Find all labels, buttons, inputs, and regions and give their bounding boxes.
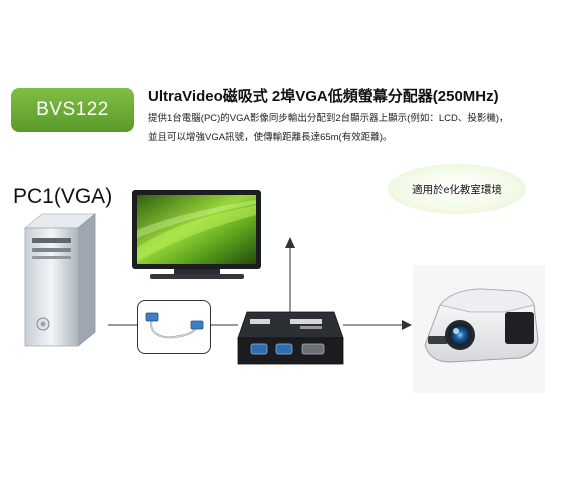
- model-label: BVS122: [36, 99, 109, 120]
- projector: [413, 265, 545, 393]
- vga-cable-icon: [145, 312, 204, 339]
- description-line-2: 並且可以增強VGA訊號，使傳輸距離長達65m(有效距離)。: [148, 132, 393, 143]
- description-line-1: 提供1台電腦(PC)的VGA影像同步輸出分配到2台顯示器上顯示(例如：LCD、投…: [148, 113, 509, 124]
- model-badge: BVS122: [11, 88, 134, 132]
- pc-label: PC1(VGA): [13, 185, 113, 208]
- product-title: UltraVideo磁吸式 2埠VGA低頻螢幕分配器(250MHz): [148, 88, 499, 105]
- up-arrowhead: [285, 237, 295, 248]
- lcd-monitor: [132, 190, 261, 279]
- right-arrowhead: [402, 320, 412, 330]
- vga-cable-box: [137, 300, 211, 354]
- vga-splitter: [237, 311, 344, 365]
- callout-text: 適用於e化教室環境: [412, 183, 502, 196]
- classroom-callout: 適用於e化教室環境: [388, 164, 526, 214]
- pc-tower: [23, 213, 97, 347]
